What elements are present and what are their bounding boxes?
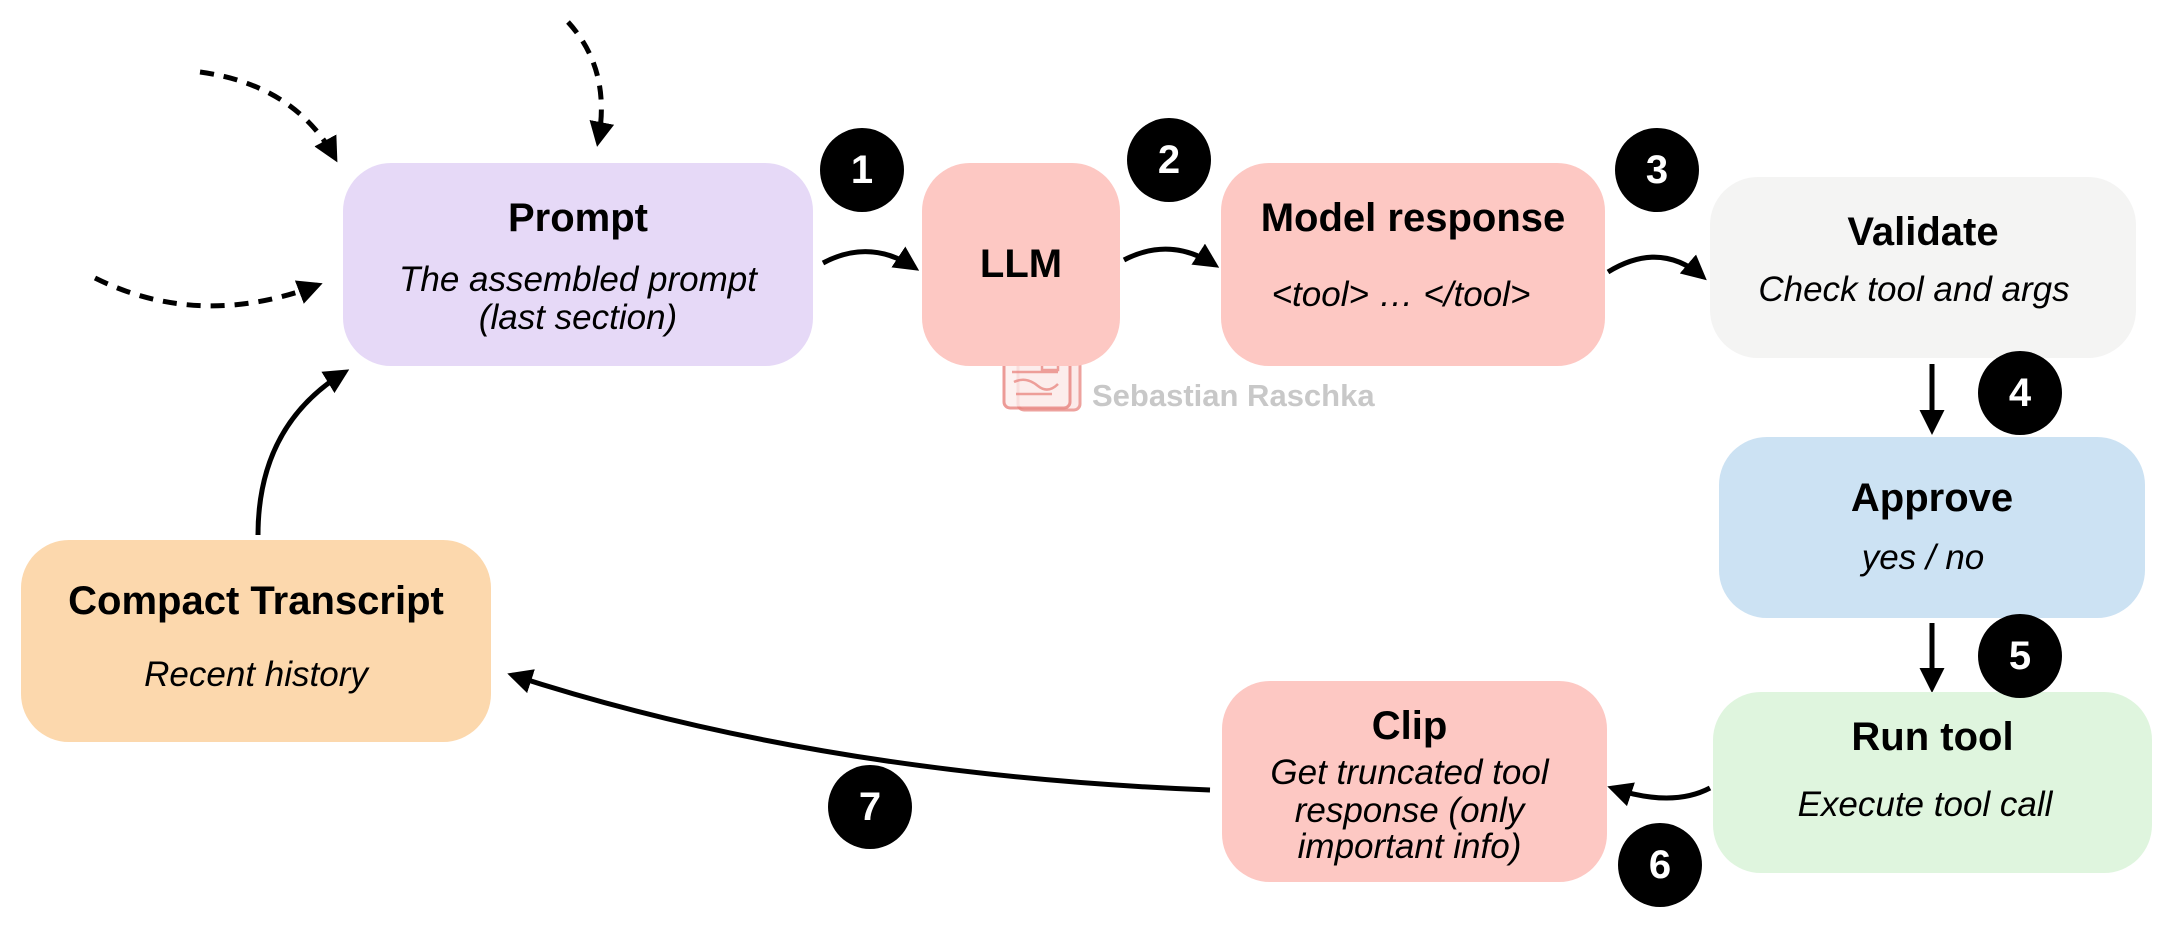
clip-line-2: response (only [1294,791,1525,830]
prompt-title: Prompt [508,196,648,240]
step-badge-6: 6 [1618,823,1702,907]
approve-node: Approve yes / no [1719,437,2145,618]
clip-title: Clip [1371,704,1448,748]
prompt-line-1: The assembled prompt [399,260,757,299]
dashed-input-arrow [199,69,338,163]
compact-transcript-subtitle: Recent history [144,655,368,694]
run-tool-title: Run tool [1851,715,2014,759]
prompt-line-2: (last section) [478,298,678,337]
arrow-run-to-clip [1607,782,1712,807]
clip-line-3: important info) [1297,827,1522,866]
step-badge-1: 1 [820,128,904,212]
step-badge-3: 3 [1615,128,1699,212]
arrow-llm-to-response [1122,243,1220,268]
step-badge-4: 4 [1978,351,2062,435]
llm-node: LLM [922,163,1120,366]
arrow-prompt-to-llm [821,246,920,271]
validate-subtitle: Check tool and args [1758,270,2070,309]
compact-transcript-title: Compact Transcript [68,579,444,623]
clip-line-1: Get truncated tool [1270,753,1549,792]
model-response-title: Model response [1260,196,1566,240]
prompt-node: Prompt The assembled prompt (last sectio… [343,163,813,366]
step-badge-7: 7 [828,765,912,849]
arrow-response-to-validate [1606,254,1707,281]
clip-node: Clip Get truncated tool response (only i… [1222,681,1607,882]
run-tool-subtitle: Execute tool call [1797,785,2053,824]
llm-title: LLM [979,242,1063,286]
validate-node: Validate Check tool and args [1710,177,2136,358]
validate-title: Validate [1847,210,1999,254]
step-badge-5: 5 [1978,614,2062,698]
watermark-text: Sebastian Raschka [1092,378,1375,413]
arrow-transcript-to-prompt [255,369,350,536]
arrow-clip-to-transcript [507,669,1211,793]
approve-subtitle: yes / no [1861,538,1985,577]
compact-transcript-node: Compact Transcript Recent history [21,540,491,742]
run-tool-node: Run tool Execute tool call [1713,692,2152,873]
dashed-input-arrow [566,20,615,147]
model-response-node: Model response <tool> … </tool> [1221,163,1605,366]
dashed-input-arrow [93,275,323,309]
model-response-subtitle: <tool> … </tool> [1271,275,1531,314]
step-badge-2: 2 [1127,118,1211,202]
approve-title: Approve [1850,476,2014,520]
